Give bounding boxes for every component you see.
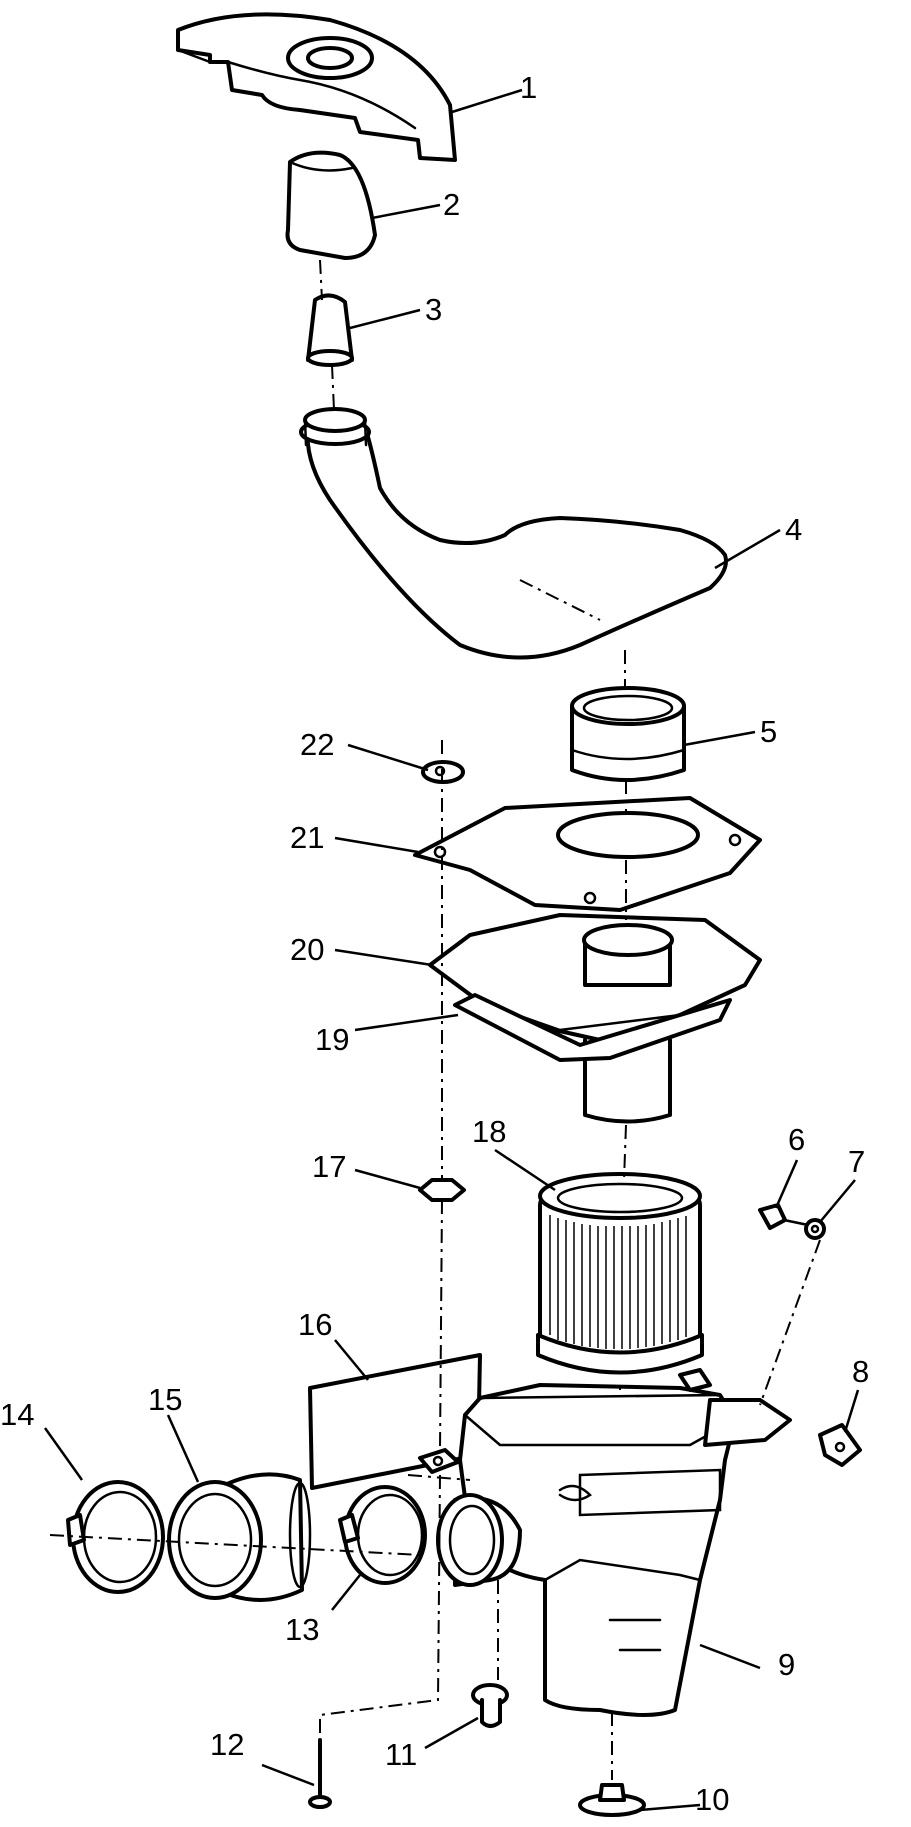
- part-20-housing-lid: [428, 913, 762, 1124]
- part-7-washer: [804, 1218, 826, 1240]
- callout-11: 11: [385, 1737, 417, 1772]
- part-18-filter-element: [536, 1172, 704, 1375]
- callout-14: 14: [0, 1397, 34, 1432]
- airbox-mount-tab: [418, 1448, 460, 1474]
- part-4-intake-duct: [299, 407, 728, 660]
- part-2-boot: [285, 150, 377, 260]
- part-21-gasket-plate: [413, 796, 762, 912]
- part-1-cover: [176, 12, 457, 162]
- callout-1: 1: [520, 70, 537, 105]
- callout-10: 10: [695, 1782, 729, 1817]
- callout-4: 4: [785, 512, 802, 547]
- callout-3: 3: [425, 292, 442, 327]
- callout-12: 12: [210, 1727, 244, 1762]
- callout-7: 7: [848, 1144, 865, 1179]
- part-11-drain-plug: [471, 1683, 509, 1728]
- callout-labels: 1 2 3 4 5 22 21 20 19 18 17 6 7 8 16 15 …: [0, 70, 869, 1817]
- airbox-outlet-stub: [436, 1493, 522, 1587]
- callout-21: 21: [290, 820, 324, 855]
- callout-2: 2: [443, 187, 460, 222]
- part-10-drain-cap: [578, 1783, 646, 1817]
- callout-22: 22: [300, 727, 334, 762]
- assembly-lines: [49, 259, 821, 1780]
- part-5-coupler: [570, 686, 686, 782]
- leader-lines: [43, 88, 860, 1812]
- part-19-gasket: [453, 993, 732, 1062]
- part-14-clamp: [66, 1480, 165, 1594]
- callout-6: 6: [788, 1122, 805, 1157]
- part-16-label: [308, 1353, 482, 1490]
- callout-20: 20: [290, 932, 324, 967]
- callout-9: 9: [778, 1647, 795, 1682]
- part-12-screw: [308, 1738, 332, 1809]
- part-6-bolt: [758, 1203, 810, 1230]
- part-8-clip-nut: [818, 1423, 862, 1467]
- part-17-nut: [418, 1178, 466, 1202]
- callout-15: 15: [148, 1382, 182, 1417]
- callout-17: 17: [312, 1149, 346, 1184]
- callout-19: 19: [315, 1022, 349, 1057]
- callout-13: 13: [285, 1612, 319, 1647]
- callout-5: 5: [760, 714, 777, 749]
- part-3-cap: [306, 293, 354, 367]
- callout-8: 8: [852, 1354, 869, 1389]
- part-15-sleeve: [167, 1472, 312, 1602]
- callout-16: 16: [298, 1307, 332, 1342]
- filter-mesh-lines: [549, 1215, 687, 1349]
- callout-18: 18: [472, 1114, 506, 1149]
- part-13-clamp: [338, 1485, 427, 1585]
